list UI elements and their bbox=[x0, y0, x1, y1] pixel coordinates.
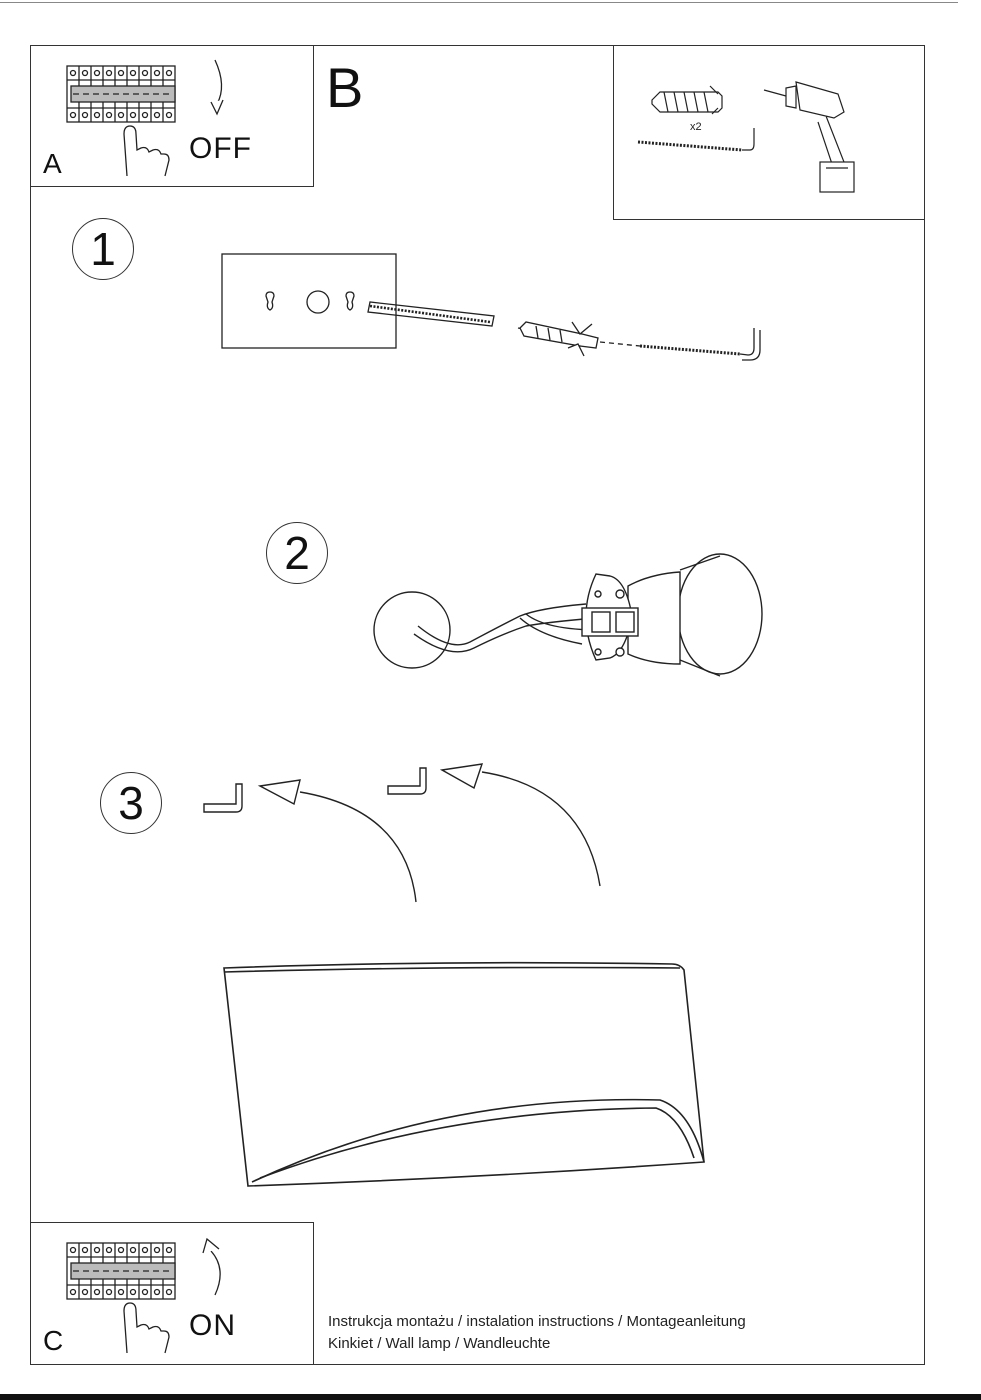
wall-plug-icon bbox=[519, 321, 599, 357]
hand-icon bbox=[123, 125, 170, 177]
curved-arrow-icon bbox=[202, 1237, 221, 1296]
junction-box-icon bbox=[373, 591, 451, 669]
panel-c-action: ON bbox=[189, 1309, 236, 1342]
panel-a-letter: A bbox=[43, 148, 62, 179]
circuit-breaker-icon bbox=[66, 1237, 221, 1354]
bottom-rule bbox=[0, 1394, 981, 1400]
step-2-marker: 2 bbox=[266, 522, 328, 584]
footer-subtitle-line: Kinkiet / Wall lamp / Wandleuchte bbox=[328, 1335, 551, 1352]
instruction-frame bbox=[30, 45, 925, 1365]
circuit-breaker-icon bbox=[66, 59, 224, 177]
lamp-socket-icon bbox=[581, 553, 763, 677]
panel-c: C ON bbox=[30, 1222, 314, 1365]
hook-icon bbox=[203, 783, 243, 813]
wall-plug-icon bbox=[651, 85, 723, 115]
curved-arrow-icon bbox=[210, 59, 224, 116]
top-rule bbox=[0, 2, 958, 3]
footer-title-line: Instrukcja montażu / instalation instruc… bbox=[328, 1313, 746, 1330]
drill-bit-icon bbox=[369, 304, 491, 324]
step-3-marker: 3 bbox=[100, 772, 162, 834]
panel-b-letter: B bbox=[326, 56, 364, 119]
quantity-label: x2 bbox=[690, 121, 702, 133]
mounting-plate-icon bbox=[221, 253, 397, 349]
hook-icon bbox=[387, 767, 427, 795]
cordless-drill-icon bbox=[763, 81, 855, 193]
arc-arrow-icon bbox=[257, 779, 417, 903]
arc-arrow-icon bbox=[439, 763, 601, 887]
hook-screw-icon bbox=[637, 128, 755, 152]
hook-screw-icon bbox=[639, 328, 761, 361]
step-1-marker: 1 bbox=[72, 218, 134, 280]
lamp-shade-icon bbox=[223, 961, 705, 1187]
hand-icon bbox=[123, 1302, 170, 1354]
panel-a-action: OFF bbox=[189, 132, 252, 165]
tools-panel: x2 bbox=[613, 45, 925, 220]
panel-c-letter: C bbox=[43, 1325, 64, 1356]
panel-a: A OFF bbox=[30, 45, 314, 187]
